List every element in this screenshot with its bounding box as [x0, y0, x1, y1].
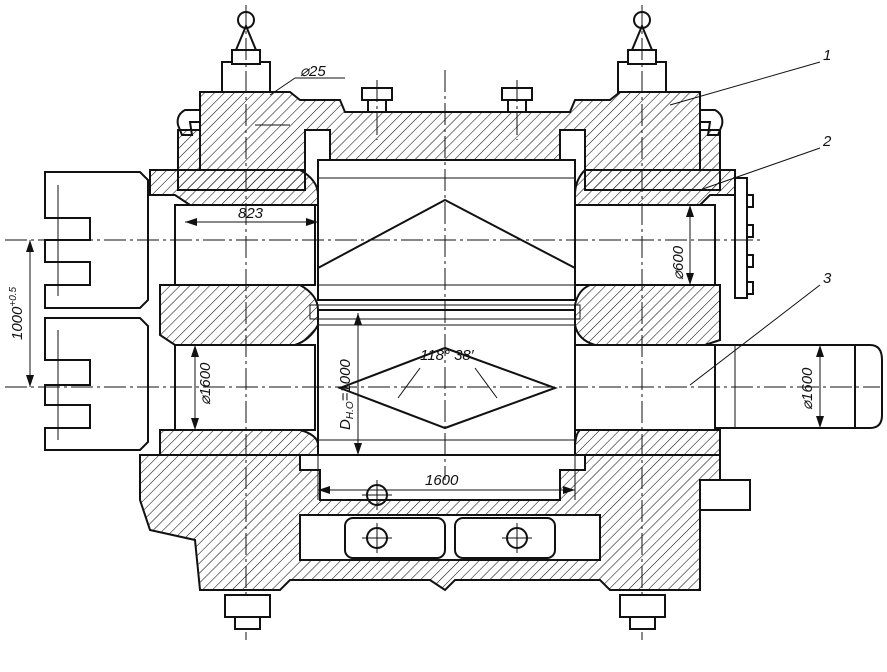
callout-1: 1 [823, 47, 831, 64]
lower-chock-left [159, 429, 319, 456]
lift-knob-left [361, 80, 393, 140]
lower-chock-right [574, 429, 721, 456]
dim-600: ⌀600 [670, 245, 687, 280]
screw-left [221, 5, 271, 640]
dim-1600-left: ⌀1600 [197, 362, 214, 405]
labels: 1 2 3 ⌀25 823 118° 38′ 1600 1000+0.5 ⌀60… [8, 47, 832, 489]
dim-hole-25: ⌀25 [300, 63, 326, 80]
callout-3: 3 [823, 270, 832, 287]
bearing-cover-right [699, 177, 754, 511]
upper-chock-right [574, 169, 736, 346]
lift-knob-right [501, 80, 533, 140]
dim-1600-right: ⌀1600 [799, 367, 816, 410]
screw-right [617, 5, 667, 640]
dim-1600-bottom: 1600 [425, 472, 459, 489]
hook-left [176, 109, 200, 136]
callout-2: 2 [822, 133, 832, 150]
center-lines [5, 70, 880, 480]
hook-right [700, 109, 724, 136]
dim-823: 823 [238, 205, 264, 222]
dimensions [26, 61, 824, 500]
angle-label: 118° 38′ [420, 347, 475, 364]
bottom-bolt-marks [362, 480, 532, 553]
stud-right [619, 594, 666, 630]
dim-1000-tol: 1000+0.5 [8, 286, 26, 340]
upper-roll [174, 159, 716, 301]
dim-dh: DH.O=1000 [337, 359, 356, 430]
coupling-left [44, 171, 149, 451]
stud-left [224, 594, 271, 630]
